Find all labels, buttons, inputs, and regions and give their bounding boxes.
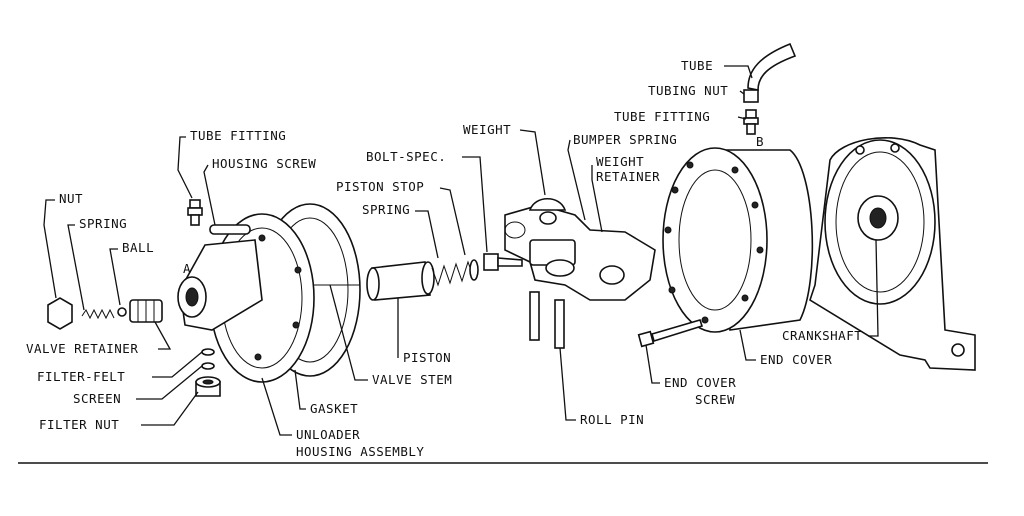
label-gasket: GASKET [310, 401, 358, 416]
label-tube: TUBE [681, 58, 713, 73]
tube-fitting-left-part [187, 199, 203, 226]
bolt-spec-part [483, 253, 523, 271]
label-spring-mid: SPRING [362, 202, 410, 217]
label-nut: NUT [59, 191, 83, 206]
label-filter-felt: FILTER-FELT [37, 369, 125, 384]
label-unloader-1: UNLOADER [296, 427, 360, 442]
roll-pin-part [529, 291, 565, 349]
tube-fitting-right-part [743, 109, 759, 135]
weight-assembly-part [504, 197, 656, 301]
filter-parts [195, 348, 221, 397]
label-tube-fitting-left: TUBE FITTING [190, 128, 286, 143]
label-end-cover-screw-1: END COVER [664, 375, 736, 390]
label-filter-nut: FILTER NUT [39, 417, 119, 432]
label-weight: WEIGHT [463, 122, 511, 137]
left-valve-parts [47, 297, 163, 330]
label-end-cover-screw-2: SCREW [695, 392, 735, 407]
label-spring-left: SPRING [79, 216, 127, 231]
tube-part [747, 42, 797, 91]
label-ball: BALL [122, 240, 154, 255]
label-bolt-spec: BOLT-SPEC. [366, 149, 446, 164]
housing-screw-part [209, 224, 251, 235]
label-valve-stem: VALVE STEM [372, 372, 452, 387]
end-cover-screw-part [637, 319, 704, 348]
label-screen: SCREEN [73, 391, 121, 406]
label-piston-stop: PISTON STOP [336, 179, 424, 194]
crankcase-part [809, 137, 976, 371]
label-tubing-nut: TUBING NUT [648, 83, 728, 98]
marker-a: A [183, 261, 191, 276]
leader-lines [43, 65, 879, 436]
label-piston: PISTON [403, 350, 451, 365]
label-bumper-spring: BUMPER SPRING [573, 132, 677, 147]
label-housing-screw: HOUSING SCREW [212, 156, 316, 171]
label-unloader-2: HOUSING ASSEMBLY [296, 444, 424, 459]
label-roll-pin: ROLL PIN [580, 412, 644, 427]
label-end-cover: END COVER [760, 352, 832, 367]
label-valve-retainer: VALVE RETAINER [26, 341, 138, 356]
piston-part [366, 261, 435, 301]
label-weight-retainer-2: RETAINER [596, 169, 660, 184]
end-cover-part [662, 147, 814, 333]
spring-mid-part [431, 259, 479, 287]
label-tube-fitting-right: TUBE FITTING [614, 109, 710, 124]
unloader-housing-part [177, 213, 315, 383]
tubing-nut-part [743, 89, 759, 103]
label-weight-retainer-1: WEIGHT [596, 154, 644, 169]
marker-b: B [756, 134, 764, 149]
label-crankshaft: CRANKSHAFT [782, 328, 862, 343]
